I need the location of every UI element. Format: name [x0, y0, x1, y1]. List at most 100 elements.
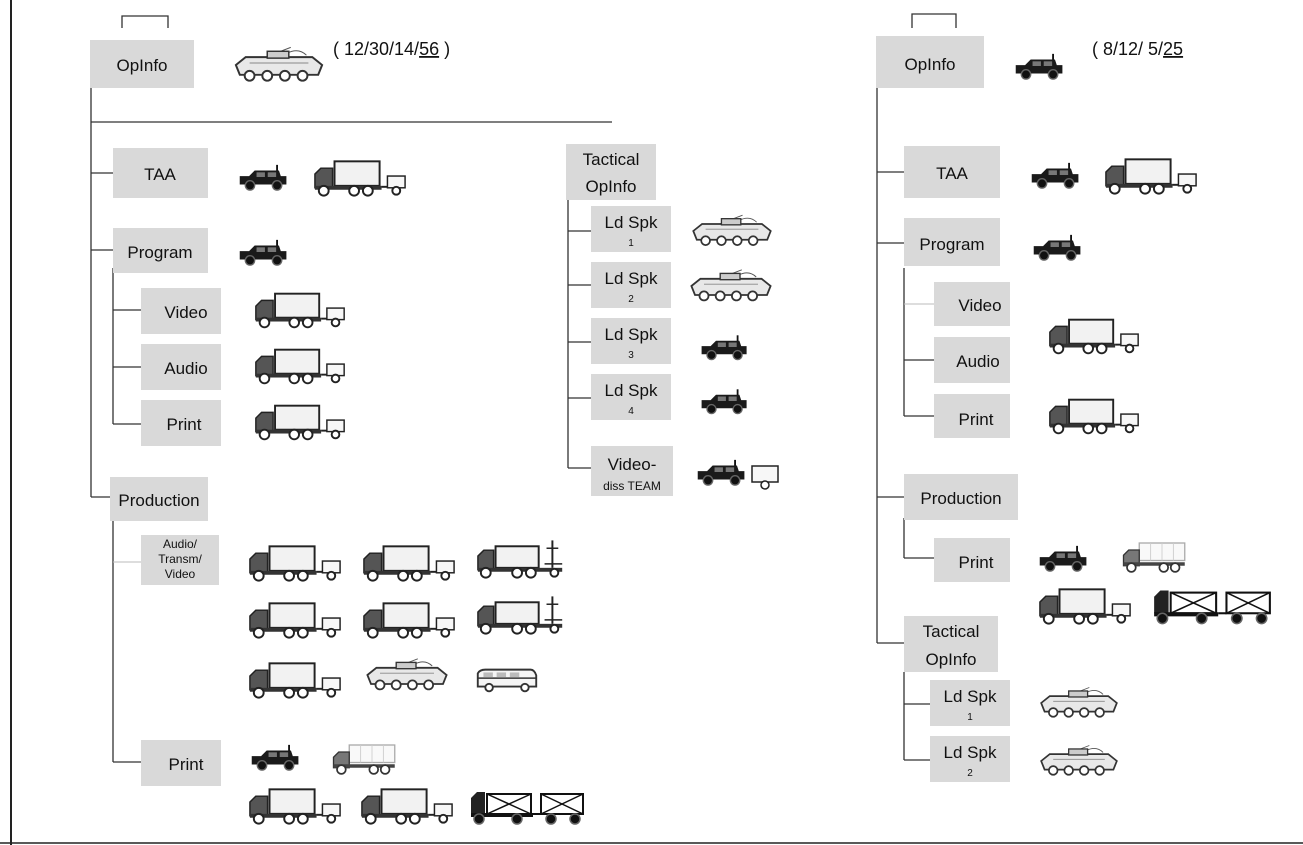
jeep-icon: [1030, 161, 1080, 190]
jeep-icon: [238, 163, 288, 192]
truck-trailer-icon: [313, 160, 407, 197]
truck-trailer-icon: [362, 602, 456, 639]
left-ldspk-2-num: 2: [628, 294, 634, 305]
left-ldspk-2-box: [591, 262, 671, 308]
left-tree: OpInfo ( 12/30/14/56 ) TAA Program Video…: [90, 15, 779, 826]
left-ldspk-4-label: Ld Spk: [605, 381, 658, 400]
right-prod-print-box: [934, 538, 1010, 582]
right-ldspk-2-box: [930, 736, 1010, 782]
left-opinfo-label: OpInfo: [116, 56, 167, 75]
left-program-label: Program: [127, 243, 192, 262]
left-print-box: [141, 400, 221, 446]
atv-line-2: Transm/: [158, 552, 202, 566]
left-ldspk-3-label: Ld Spk: [605, 325, 658, 344]
armored-vehicle-icon: [366, 657, 448, 691]
right-print-box: [934, 394, 1010, 438]
right-production-box: [904, 474, 1018, 520]
left-videodiss-line-2: diss TEAM: [603, 479, 661, 493]
truck-trailer-icon: [1038, 588, 1132, 625]
right-ldspk-1-box: [930, 680, 1010, 726]
armored-vehicle-icon: [1040, 744, 1118, 776]
left-audio-transm-video-box: [141, 535, 219, 585]
right-program-box: [904, 218, 1000, 266]
truck-trailer-icon: [360, 788, 454, 825]
jeep-icon: [250, 743, 300, 772]
left-prod-print-label: Print: [169, 755, 204, 774]
right-audio-label: Audio: [956, 352, 999, 371]
left-ldspk-4-box: [591, 374, 671, 420]
left-ldspk-1-box: [591, 206, 671, 252]
armored-vehicle-icon: [1040, 686, 1118, 718]
left-ldspk-3-box: [591, 318, 671, 364]
jeep-icon: [700, 334, 748, 361]
atv-line-3: Video: [165, 567, 196, 581]
left-videodiss-line-1: Video-: [608, 455, 657, 474]
left-audio-box: [141, 344, 221, 390]
left-program-box: [113, 228, 208, 273]
truck-trailer-icon: [254, 348, 346, 385]
cargo-trailer-icon: [469, 790, 585, 826]
left-video-box: [141, 288, 221, 334]
jeep-icon: [238, 238, 288, 267]
armored-vehicle-icon: [234, 46, 324, 82]
left-print-label: Print: [167, 415, 202, 434]
right-tactical-box: [904, 616, 998, 672]
right-taa-box: [904, 146, 1000, 198]
right-print-label: Print: [959, 410, 994, 429]
right-audio-box: [934, 337, 1010, 383]
atv-line-1: Audio/: [163, 537, 198, 551]
truck-trailer-icon: [248, 602, 342, 639]
left-audio-label: Audio: [164, 359, 207, 378]
left-ldspk-2-label: Ld Spk: [605, 269, 658, 288]
right-root-bracket: [911, 13, 957, 28]
left-ldspk-1-label: Ld Spk: [605, 213, 658, 232]
jeep-icon: [1038, 544, 1088, 573]
truck-trailer-icon: [248, 662, 342, 699]
root-bracket: [121, 15, 169, 28]
right-program-label: Program: [919, 235, 984, 254]
canvas-truck-icon: [332, 744, 396, 775]
left-production-label: Production: [118, 491, 199, 510]
left-ldspk-1-num: 1: [628, 238, 634, 249]
left-videodiss-box: [591, 446, 673, 496]
right-opinfo-box: [876, 36, 984, 88]
left-tactical-line-2: OpInfo: [585, 177, 636, 196]
cargo-trailer-icon: [1153, 589, 1271, 625]
truck-trailer-icon: [254, 404, 346, 441]
jeep-icon: [700, 388, 748, 415]
jeep-icon: [696, 458, 746, 487]
left-tactical-line-1: Tactical: [583, 150, 640, 169]
truck-trailer-icon: [1048, 398, 1140, 435]
van-icon: [476, 668, 538, 693]
left-opinfo-box: [90, 40, 194, 88]
right-production-label: Production: [920, 489, 1001, 508]
left-production-box: [110, 477, 208, 521]
right-ldspk-1-num: 1: [967, 712, 973, 723]
jeep-icon: [1032, 233, 1082, 262]
truck-trailer-icon: [1104, 158, 1198, 195]
armored-vehicle-icon: [692, 214, 772, 247]
left-ldspk-4-num: 4: [628, 406, 634, 417]
left-video-label: Video: [164, 303, 207, 322]
right-tree: OpInfo ( 8/12/ 5/25 TAA Program Video Au…: [876, 13, 1271, 782]
right-strength-counts: ( 8/12/ 5/25: [1092, 39, 1183, 59]
right-tactical-line-1: Tactical: [923, 622, 980, 641]
left-tactical-box: [566, 144, 656, 200]
right-taa-label: TAA: [936, 164, 968, 183]
left-ldspk-3-num: 3: [628, 350, 634, 361]
right-tactical-line-2: OpInfo: [925, 650, 976, 669]
left-taa-label: TAA: [144, 165, 176, 184]
truck-trailer-icon: [1048, 318, 1140, 355]
right-prod-print-label: Print: [959, 553, 994, 572]
antenna-truck-icon: [476, 595, 564, 635]
truck-trailer-icon: [362, 545, 456, 582]
right-video-box: [934, 282, 1010, 326]
jeep-icon: [1014, 52, 1064, 81]
right-ldspk-2-num: 2: [967, 768, 973, 779]
antenna-truck-icon: [476, 539, 564, 579]
armored-vehicle-icon: [690, 268, 772, 302]
right-opinfo-label: OpInfo: [904, 55, 955, 74]
left-prod-print-box: [141, 740, 221, 786]
left-strength-counts: ( 12/30/14/56 ): [333, 39, 450, 59]
trailer-icon: [751, 465, 779, 483]
